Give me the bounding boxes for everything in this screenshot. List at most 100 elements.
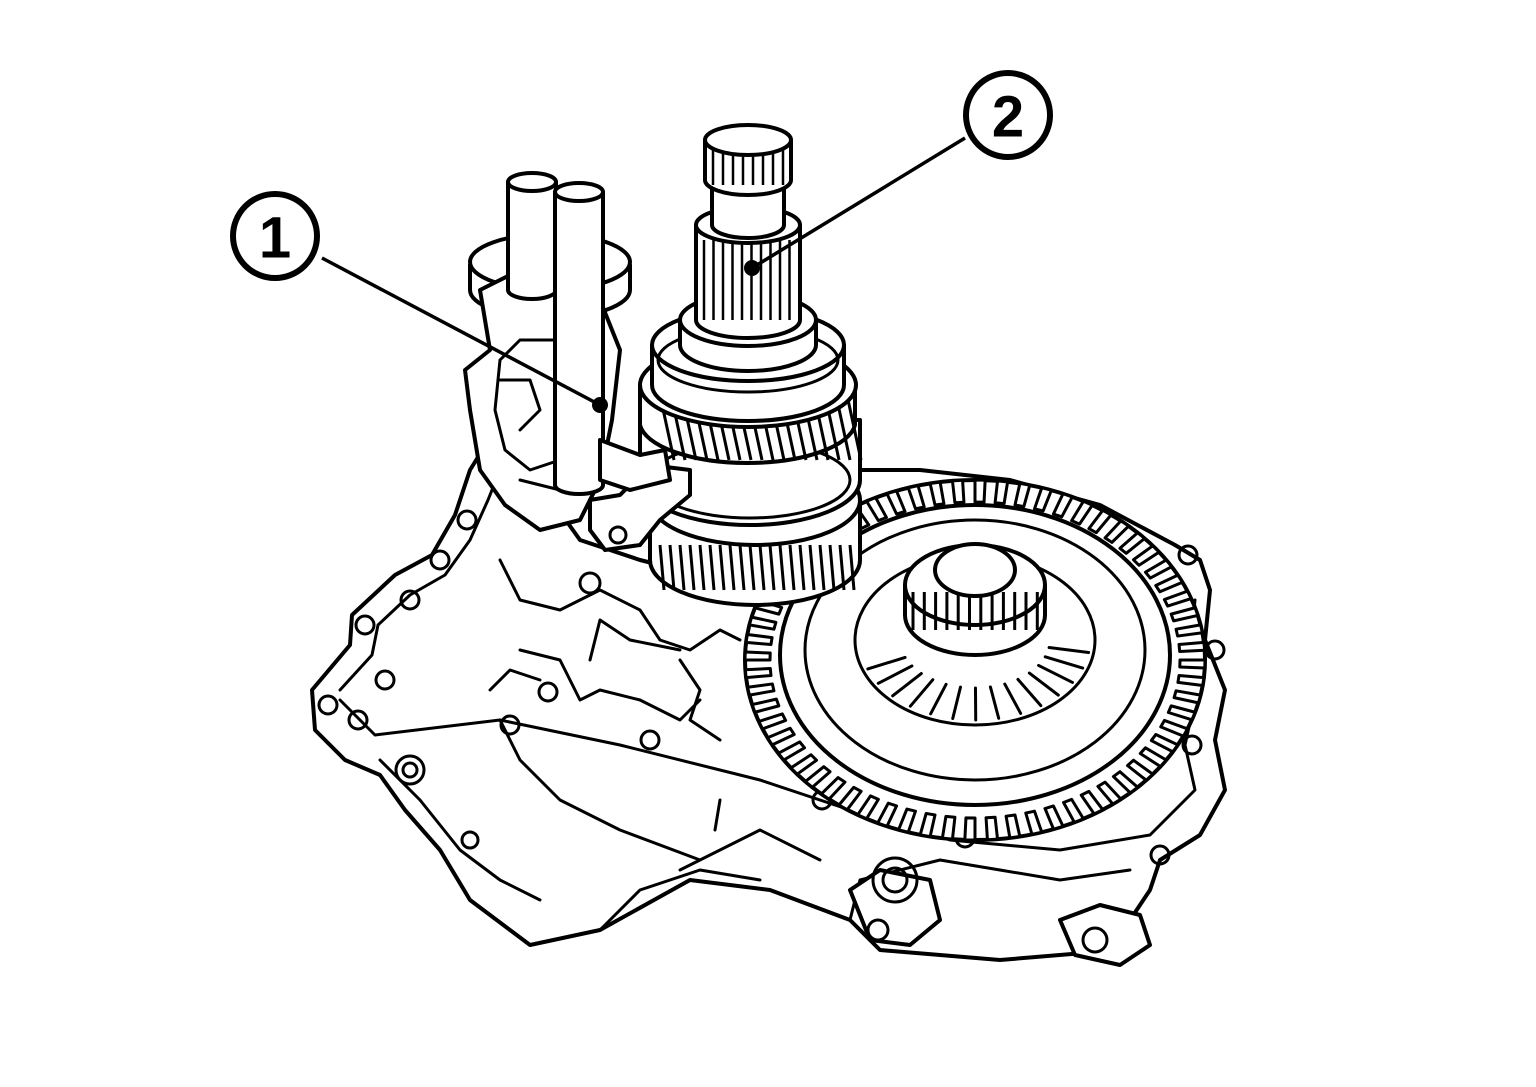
gear-tooth bbox=[1178, 658, 1207, 670]
gear-tooth bbox=[940, 814, 957, 841]
gear-tooth bbox=[928, 480, 946, 507]
gear-tooth bbox=[746, 682, 776, 697]
callout-2-target-dot bbox=[744, 260, 760, 276]
gear-tooth bbox=[744, 632, 774, 647]
gear-tooth bbox=[758, 544, 766, 591]
gear-tooth bbox=[708, 544, 716, 591]
gear-tooth bbox=[1126, 758, 1155, 782]
gear-tooth bbox=[1177, 640, 1207, 653]
gear-tooth bbox=[747, 615, 778, 631]
mainshaft-assembly bbox=[638, 123, 863, 607]
gear-tooth bbox=[1043, 804, 1065, 831]
gear-tooth bbox=[743, 650, 772, 662]
case-rib bbox=[1037, 663, 1074, 684]
gear-tooth bbox=[973, 478, 987, 504]
callout-1-circle bbox=[230, 191, 320, 281]
gear-tooth bbox=[1138, 746, 1168, 769]
gear-tooth bbox=[845, 394, 863, 461]
gear-tooth bbox=[1154, 573, 1184, 594]
gear-tooth bbox=[748, 544, 756, 591]
gear-tooth bbox=[1174, 623, 1204, 638]
gear-tooth bbox=[1149, 732, 1180, 754]
gear-tooth bbox=[828, 544, 836, 591]
gear-tooth bbox=[1159, 718, 1189, 738]
case-rib bbox=[908, 678, 935, 708]
gear-tooth bbox=[766, 726, 796, 747]
gear-tooth bbox=[743, 667, 773, 680]
gear-tooth bbox=[848, 544, 856, 591]
case-rib bbox=[1027, 671, 1060, 697]
case-rib bbox=[1043, 655, 1085, 670]
gear-tooth bbox=[750, 697, 781, 714]
gear-tooth bbox=[1176, 673, 1206, 688]
gear-tooth bbox=[1051, 492, 1074, 519]
gear-tooth bbox=[688, 544, 696, 591]
gear-tooth bbox=[1096, 780, 1123, 806]
gear-tooth bbox=[718, 544, 726, 591]
gear-tooth bbox=[838, 544, 846, 591]
gear-tooth bbox=[984, 815, 1000, 842]
gear-tooth bbox=[963, 816, 977, 842]
case-rib bbox=[891, 672, 923, 698]
differential-case-ribs bbox=[866, 646, 1091, 722]
gear-tooth bbox=[698, 544, 706, 591]
gear-tooth bbox=[1062, 797, 1085, 824]
callout-1-label: 1 bbox=[259, 206, 291, 271]
gear-tooth bbox=[1079, 789, 1105, 816]
mainshaft-lower-gear-teeth bbox=[658, 544, 856, 591]
gear-tooth bbox=[678, 544, 686, 591]
gear-tooth bbox=[1162, 589, 1193, 608]
gear-tooth bbox=[1087, 508, 1113, 535]
gear-tooth bbox=[776, 740, 807, 762]
gear-tooth bbox=[808, 544, 816, 591]
gear-tooth bbox=[1131, 544, 1161, 567]
gear-tooth bbox=[1070, 499, 1094, 526]
gear-tooth bbox=[668, 544, 676, 591]
gear-tooth bbox=[837, 785, 863, 812]
gear-tooth bbox=[993, 479, 1010, 506]
shift-fork-assembly bbox=[463, 171, 692, 552]
gear-tooth bbox=[1024, 809, 1044, 836]
gear-tooth bbox=[768, 544, 776, 591]
case-rib bbox=[951, 685, 962, 720]
gear-tooth bbox=[789, 753, 819, 776]
gear-tooth bbox=[918, 811, 937, 839]
gear-tooth bbox=[728, 544, 736, 591]
gear-tooth bbox=[1172, 689, 1203, 705]
gear-tooth bbox=[1033, 486, 1053, 513]
gear-tooth bbox=[798, 544, 806, 591]
callout-1: 1 bbox=[230, 191, 608, 413]
gear-tooth bbox=[1013, 481, 1032, 509]
case-rib bbox=[988, 685, 1001, 720]
gear-tooth bbox=[1118, 531, 1147, 555]
gear-tooth bbox=[757, 712, 788, 731]
callout-2-circle bbox=[963, 70, 1053, 160]
gear-tooth bbox=[658, 544, 666, 591]
case-rib bbox=[929, 682, 948, 716]
callout-1-leader bbox=[321, 256, 601, 407]
mainshaft-splines bbox=[702, 240, 791, 320]
gear-tooth bbox=[1169, 606, 1200, 623]
gear-tooth bbox=[778, 544, 786, 591]
gear-tooth bbox=[1143, 558, 1174, 580]
gear-tooth bbox=[856, 794, 880, 821]
gear-tooth bbox=[1111, 770, 1140, 795]
gear-tooth bbox=[950, 478, 966, 505]
case-rib bbox=[866, 655, 907, 671]
gear-tooth bbox=[1166, 704, 1197, 722]
side-bearing-rollers bbox=[911, 592, 1039, 630]
gear-tooth bbox=[788, 544, 796, 591]
gear-tooth bbox=[803, 765, 832, 789]
callout-1-target-dot bbox=[592, 397, 608, 413]
gear-tooth bbox=[885, 489, 907, 516]
case-rib bbox=[1003, 682, 1023, 715]
gear-tooth bbox=[906, 484, 926, 511]
gear-tooth bbox=[738, 544, 746, 591]
callout-2: 2 bbox=[744, 70, 1053, 276]
gear-tooth bbox=[818, 544, 826, 591]
gear-tooth bbox=[897, 807, 917, 834]
gear-tooth bbox=[876, 801, 899, 828]
callout-2-label: 2 bbox=[992, 85, 1024, 150]
gear-tooth bbox=[865, 496, 888, 523]
